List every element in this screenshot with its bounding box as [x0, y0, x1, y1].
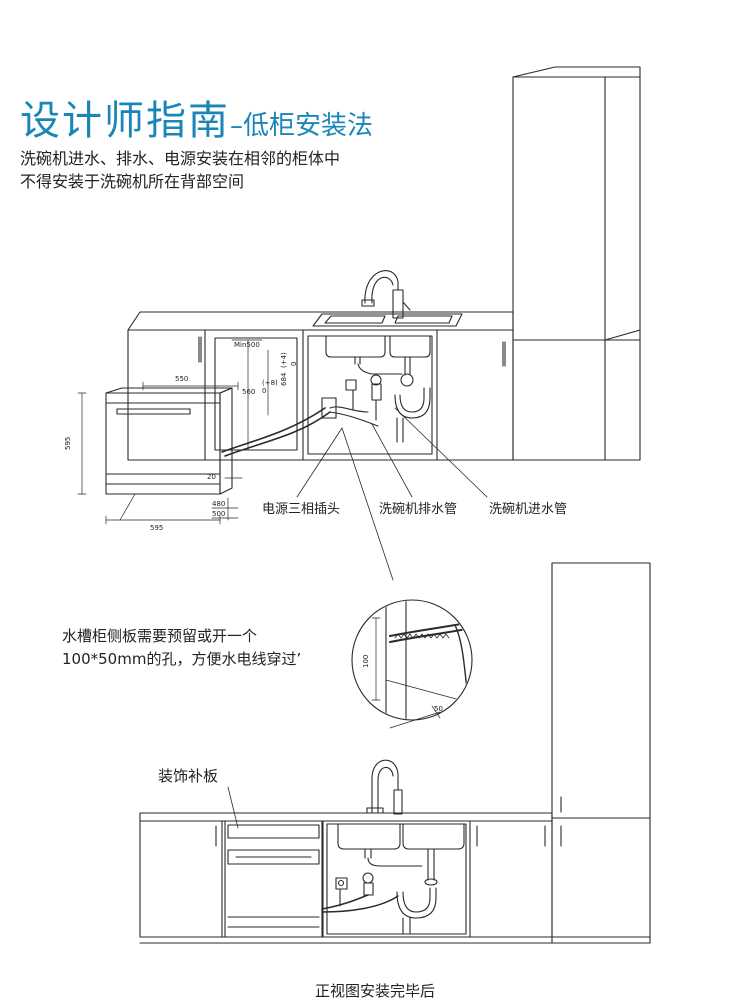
faucet-front [366, 759, 403, 815]
dim-min500: Min500 [234, 341, 260, 349]
dim-550: 550 [175, 375, 188, 383]
decor-panel-label: 装饰补板 [158, 767, 219, 785]
dim-560: 560 [242, 388, 255, 396]
page-title: 设计师指南–低柜安装法 [20, 88, 373, 146]
dim-20: 20 [207, 473, 216, 481]
dim-tol-0b: 0 [290, 362, 298, 366]
dim-tol-plus8: (+8) [262, 379, 278, 387]
hole-note: 水槽柜侧板需要预留或开一个 100*50mm的孔，方便水电线穿过’ [62, 625, 301, 671]
dim-595-depth: 595 [150, 524, 163, 532]
plumbing-front [321, 823, 465, 935]
hose-bundle-top [221, 397, 379, 457]
dim-595-height: 595 [64, 437, 72, 450]
intro-line-1: 洗碗机进水、排水、电源安装在相邻的柜体中 [20, 149, 341, 168]
dim-684: 684 [280, 372, 288, 386]
countertop-perspective [127, 311, 514, 331]
dim-hole-100: 100 [362, 655, 370, 668]
sink-top [312, 313, 463, 327]
hole-detail-circle [351, 599, 473, 729]
decor-panel-leader [227, 786, 239, 829]
callout-leaders [296, 407, 488, 581]
hole-note-line-2: 100*50mm的孔，方便水电线穿过’ [62, 650, 302, 668]
dimension-lines-top [77, 339, 269, 525]
hole-note-line-1: 水槽柜侧板需要预留或开一个 [62, 627, 258, 645]
tall-cabinet-perspective [512, 66, 641, 461]
dim-tol-plus4: (+4) [280, 352, 288, 368]
dim-tol-0: 0 [262, 387, 266, 395]
dishwasher-front [224, 820, 323, 938]
dishwasher-perspective [105, 387, 233, 495]
countertop-front [139, 812, 553, 822]
plumbing-top [325, 335, 431, 443]
faucet-top [361, 270, 411, 319]
title-subtitle: –低柜安装法 [230, 111, 374, 141]
base-cabinets-front [139, 820, 651, 944]
dim-hole-50: 50 [434, 705, 443, 713]
title-main: 设计师指南 [20, 98, 230, 144]
callout-inlet-hose: 洗碗机进水管 [489, 502, 568, 517]
dim-480: 480 [212, 500, 225, 508]
callout-power-plug: 电源三相插头 [262, 502, 341, 517]
intro-line-2: 不得安装于洗碗机所在背部空间 [20, 172, 245, 191]
dim-500: 500 [212, 510, 225, 518]
callout-drain-hose: 洗碗机排水管 [379, 502, 458, 517]
dimension-labels-top: 550 595 595 Min500 20 480 500 560 (+8) 0… [64, 341, 298, 532]
tall-cabinet-front [551, 562, 651, 944]
base-cabinets-perspective [127, 329, 514, 461]
front-view-caption: 正视图安装完毕后 [314, 982, 435, 1000]
intro-text: 洗碗机进水、排水、电源安装在相邻的柜体中 不得安装于洗碗机所在背部空间 [20, 147, 340, 193]
hole-detail-labels: 100 50 [362, 655, 443, 713]
